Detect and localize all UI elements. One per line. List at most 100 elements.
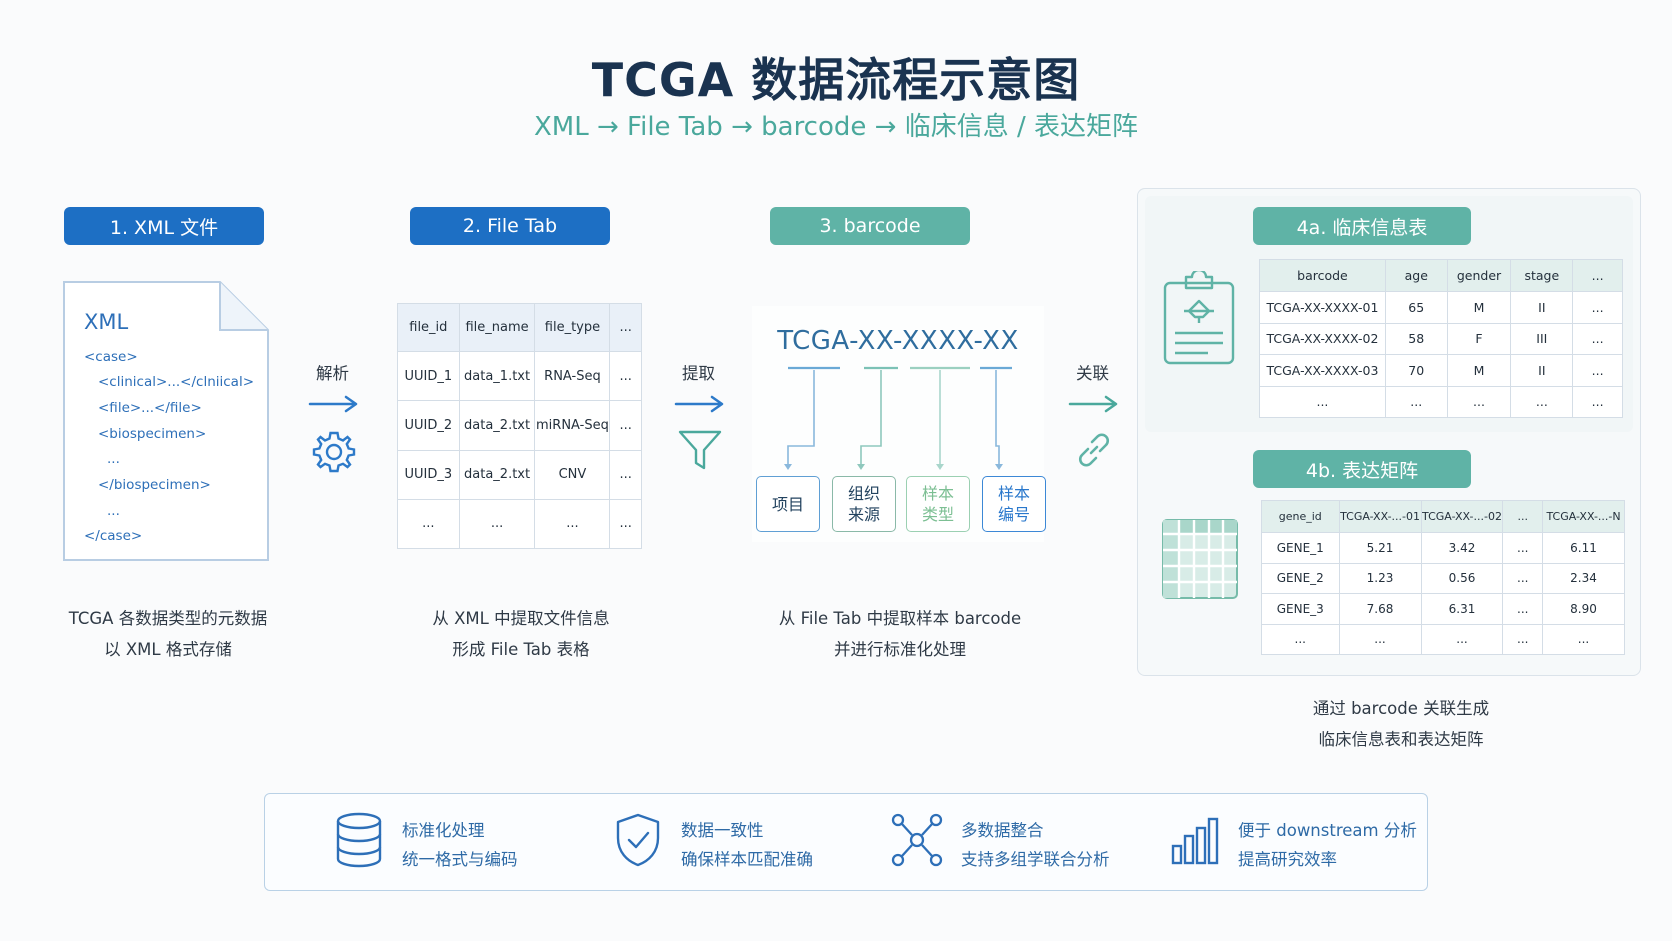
table-cell: 6.31 bbox=[1420, 593, 1504, 625]
table-cell: data_2.txt bbox=[458, 400, 536, 451]
column-header: gene_id bbox=[1261, 500, 1340, 533]
table-row: ... ... ... ... bbox=[397, 498, 642, 550]
table-cell: data_1.txt bbox=[458, 350, 536, 402]
features-box bbox=[264, 793, 1428, 891]
table-cell: 65 bbox=[1384, 291, 1448, 324]
caption-result: 通过 barcode 关联生成 临床信息表和表达矩阵 bbox=[1236, 693, 1566, 755]
column-header: file_name bbox=[458, 303, 536, 352]
caption-line: 从 File Tab 中提取样本 barcode bbox=[778, 609, 1022, 628]
table-cell: III bbox=[1510, 322, 1574, 355]
segment-label: 类型 bbox=[921, 505, 954, 524]
xml-line: <clinical>...</clniical> bbox=[98, 374, 255, 390]
database-icon bbox=[336, 812, 382, 868]
xml-line: <case> bbox=[84, 349, 138, 365]
table-cell: 58 bbox=[1384, 322, 1448, 355]
arrow-right-icon bbox=[674, 395, 724, 413]
column-header: barcode bbox=[1259, 259, 1386, 292]
link-icon bbox=[1079, 433, 1109, 467]
segment-label: 样本 bbox=[997, 484, 1030, 503]
filter-icon bbox=[678, 430, 722, 470]
table-row: UUID_1 data_1.txt RNA-Seq ... bbox=[397, 350, 642, 402]
table-row: GENE_1 5.21 3.42 ... 6.11 bbox=[1261, 532, 1625, 564]
table-row: TCGA-XX-XXXX-02 58 F III ... bbox=[1259, 322, 1623, 355]
table-cell: 2.34 bbox=[1542, 562, 1625, 594]
table-cell: F bbox=[1446, 322, 1512, 355]
feature-desc: 提高研究效率 bbox=[1238, 850, 1337, 869]
xml-line: ... bbox=[107, 503, 120, 519]
table-cell: 6.11 bbox=[1542, 532, 1625, 564]
column-header: gender bbox=[1446, 259, 1512, 292]
table-cell: ... bbox=[397, 498, 460, 550]
table-cell: GENE_2 bbox=[1261, 562, 1340, 594]
column-header: TCGA-XX-...-02 bbox=[1420, 500, 1504, 533]
table-cell: UUID_2 bbox=[397, 400, 460, 451]
step-xml-label: 1. XML 文件 bbox=[64, 207, 264, 245]
expression-table: gene_id TCGA-XX-...-01 TCGA-XX-...-02 ..… bbox=[1261, 500, 1625, 655]
column-header: ... bbox=[609, 303, 642, 352]
table-cell: ... bbox=[1338, 623, 1422, 655]
column-header: TCGA-XX-...-N bbox=[1542, 500, 1625, 533]
table-row: GENE_3 7.68 6.31 ... 8.90 bbox=[1261, 593, 1625, 625]
barcode-segment-tissue-source: 组织 来源 bbox=[832, 476, 896, 532]
table-cell: ... bbox=[609, 400, 642, 451]
column-header: stage bbox=[1510, 259, 1574, 292]
caption-xml: TCGA 各数据类型的元数据 以 XML 格式存储 bbox=[24, 603, 312, 665]
barcode-segment-sample-type: 样本 类型 bbox=[906, 476, 970, 532]
table-row: TCGA-XX-XXXX-03 70 M II ... bbox=[1259, 354, 1623, 387]
feature-title: 便于 downstream 分析 bbox=[1238, 821, 1417, 840]
barcode-segment-project: 项目 bbox=[756, 476, 820, 532]
file-tab-table: file_id file_name file_type ... UUID_1 d… bbox=[397, 303, 642, 550]
table-cell: ... bbox=[1502, 623, 1544, 655]
table-cell: ... bbox=[1572, 291, 1623, 324]
step-filetab-label: 2. File Tab bbox=[410, 207, 610, 245]
caption-line: 并进行标准化处理 bbox=[834, 640, 966, 659]
column-header: TCGA-XX-...-01 bbox=[1338, 500, 1422, 533]
table-cell: M bbox=[1446, 291, 1512, 324]
feature-title: 多数据整合 bbox=[961, 821, 1044, 840]
table-cell: ... bbox=[534, 498, 611, 550]
caption-barcode: 从 File Tab 中提取样本 barcode 并进行标准化处理 bbox=[730, 603, 1070, 665]
network-icon bbox=[891, 813, 943, 867]
caption-line: 以 XML 格式存储 bbox=[104, 640, 232, 659]
step-clinical-label: 4a. 临床信息表 bbox=[1253, 207, 1471, 245]
table-row: GENE_2 1.23 0.56 ... 2.34 bbox=[1261, 562, 1625, 594]
xml-line: </biospecimen> bbox=[98, 477, 211, 493]
table-cell: GENE_1 bbox=[1261, 532, 1340, 564]
caption-line: 从 XML 中提取文件信息 bbox=[432, 609, 610, 628]
table-cell: 1.23 bbox=[1338, 562, 1422, 594]
table-header-row: gene_id TCGA-XX-...-01 TCGA-XX-...-02 ..… bbox=[1261, 500, 1625, 533]
table-cell: TCGA-XX-XXXX-03 bbox=[1259, 354, 1386, 387]
table-row: ... ... ... ... ... bbox=[1259, 385, 1623, 418]
caption-line: 形成 File Tab 表格 bbox=[452, 640, 590, 659]
table-cell: ... bbox=[1510, 385, 1574, 418]
table-cell: ... bbox=[1572, 354, 1623, 387]
table-cell: CNV bbox=[534, 449, 611, 500]
barcode-connectors bbox=[784, 366, 1012, 470]
table-cell: ... bbox=[1259, 385, 1386, 418]
segment-label: 编号 bbox=[997, 505, 1030, 524]
barcode-segment-sample-number: 样本 编号 bbox=[982, 476, 1046, 532]
table-header-row: barcode age gender stage ... bbox=[1259, 259, 1623, 292]
table-cell: ... bbox=[1572, 322, 1623, 355]
table-cell: 70 bbox=[1384, 354, 1448, 387]
parse-label: 解析 bbox=[316, 364, 349, 383]
table-cell: ... bbox=[609, 498, 642, 550]
xml-line: <file>...</file> bbox=[98, 400, 202, 416]
table-cell: M bbox=[1446, 354, 1512, 387]
link-label: 关联 bbox=[1076, 364, 1109, 383]
caption-line: 通过 barcode 关联生成 bbox=[1312, 699, 1490, 718]
segment-label: 组织 bbox=[847, 484, 880, 503]
column-header: file_id bbox=[397, 303, 460, 352]
table-cell: UUID_1 bbox=[397, 350, 460, 402]
step-expression-label: 4b. 表达矩阵 bbox=[1253, 450, 1471, 488]
table-row: UUID_3 data_2.txt CNV ... bbox=[397, 449, 642, 500]
caption-filetab: 从 XML 中提取文件信息 形成 File Tab 表格 bbox=[376, 603, 666, 665]
feature-title: 数据一致性 bbox=[681, 821, 764, 840]
clipboard-icon bbox=[1163, 271, 1235, 365]
feature-desc: 确保样本匹配准确 bbox=[681, 850, 813, 869]
page-subtitle: XML → File Tab → barcode → 临床信息 / 表达矩阵 bbox=[533, 112, 1138, 142]
table-cell: II bbox=[1510, 291, 1574, 324]
xml-line: </case> bbox=[84, 528, 143, 544]
table-cell: ... bbox=[1502, 593, 1544, 625]
table-cell: UUID_3 bbox=[397, 449, 460, 500]
